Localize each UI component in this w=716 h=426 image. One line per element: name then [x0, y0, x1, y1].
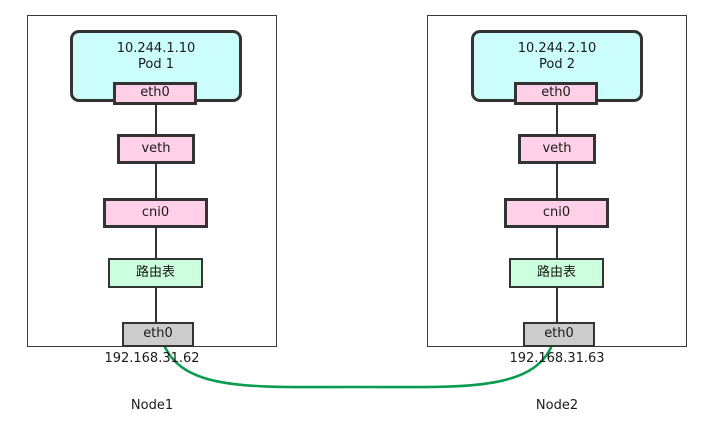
cni0-label-node1: cni0	[141, 204, 170, 220]
connector-route-to-nic-node1	[155, 288, 157, 322]
node-label-node2: Node2	[535, 398, 579, 413]
node-to-node-link-path	[160, 338, 556, 389]
cni0-box-node1[interactable]: cni0	[103, 198, 208, 228]
route-table-box-node1[interactable]: 路由表	[108, 258, 203, 288]
pod-ip-node2: 10.244.2.10	[517, 41, 597, 56]
node-label-node1: Node1	[130, 398, 174, 413]
veth-label-node1: veth	[141, 140, 171, 156]
host-ip-label-node2: 192.168.31.63	[509, 351, 605, 366]
connector-veth-to-cni0-node2	[556, 164, 558, 198]
pod-ip-node1: 10.244.1.10	[116, 41, 196, 56]
pod-interface-eth0-node1[interactable]: eth0	[113, 82, 197, 105]
route-table-box-node2[interactable]: 路由表	[509, 258, 604, 288]
connector-cni0-to-route-node1	[155, 228, 157, 258]
host-nic-eth0-label-node2: eth0	[544, 326, 574, 342]
pod-box-node2[interactable]: 10.244.2.10 Pod 2	[471, 30, 643, 102]
cni0-box-node2[interactable]: cni0	[504, 198, 609, 228]
connector-eth0-to-veth-node2	[556, 104, 558, 134]
cni0-label-node2: cni0	[542, 204, 571, 220]
pod-interface-eth0-label-node2: eth0	[541, 85, 571, 101]
connector-cni0-to-route-node2	[556, 228, 558, 258]
host-nic-eth0-node2[interactable]: eth0	[523, 322, 595, 347]
host-ip-label-node1: 192.168.31.62	[104, 351, 200, 366]
veth-box-node1[interactable]: veth	[117, 134, 195, 164]
connector-veth-to-cni0-node1	[155, 164, 157, 198]
pod-name-node1: Pod 1	[138, 57, 174, 73]
veth-box-node2[interactable]: veth	[518, 134, 596, 164]
veth-label-node2: veth	[542, 140, 572, 156]
connector-eth0-to-veth-node1	[155, 104, 157, 134]
route-table-label-node2: 路由表	[536, 264, 576, 280]
host-nic-eth0-node1[interactable]: eth0	[122, 322, 194, 347]
pod-interface-eth0-label-node1: eth0	[140, 85, 170, 101]
host-nic-eth0-label-node1: eth0	[143, 326, 173, 342]
pod-name-node2: Pod 2	[539, 57, 575, 73]
pod-box-node1[interactable]: 10.244.1.10 Pod 1	[70, 30, 242, 102]
pod-interface-eth0-node2[interactable]: eth0	[514, 82, 598, 105]
connector-route-to-nic-node2	[556, 288, 558, 322]
route-table-label-node1: 路由表	[135, 264, 175, 280]
